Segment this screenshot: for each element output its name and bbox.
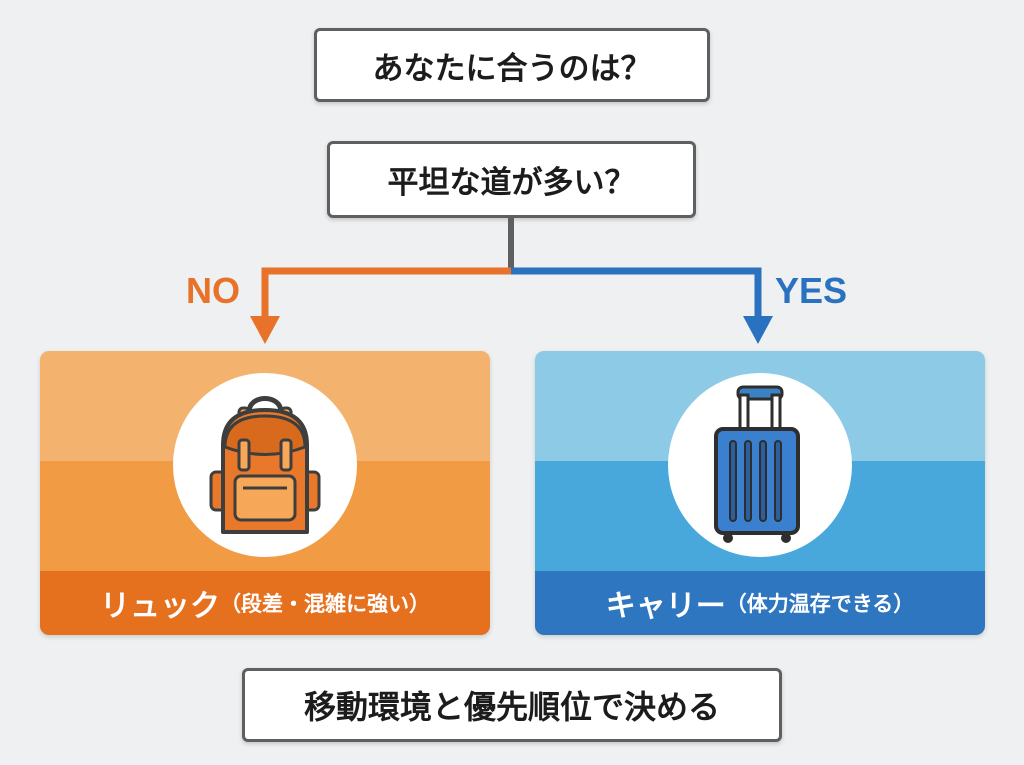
title-box: あなたに合うのは？ [314, 28, 710, 102]
yes-branch-arrow [511, 267, 773, 344]
summary-text: 移動環境と優先順位で決める [303, 688, 720, 726]
backpack-option-card: リュック （段差・混雑に強い） [40, 351, 490, 635]
backpack-option-label: リュック （段差・混雑に強い） [40, 571, 490, 635]
no-label: NO [186, 270, 240, 311]
no-branch-arrow [250, 267, 514, 344]
question-box: 平坦な道が多い？ [327, 141, 696, 218]
suitcase-option-card: キャリー （体力温存できる） [535, 351, 985, 635]
suitcase-option-label: キャリー （体力温存できる） [535, 571, 985, 635]
summary-box: 移動環境と優先順位で決める [242, 668, 782, 742]
backpack-option-sub: （段差・混雑に強い） [220, 592, 430, 616]
backpack-icon [209, 396, 321, 534]
backpack-option-main: リュック [100, 589, 220, 624]
suitcase-icon [714, 385, 800, 543]
question-text: 平坦な道が多い？ [387, 165, 636, 201]
yes-label: YES [775, 270, 848, 311]
suitcase-option-sub: （体力温存できる） [725, 592, 915, 616]
icon-circle [173, 373, 357, 557]
icon-circle [668, 373, 852, 557]
suitcase-option-main: キャリー [605, 589, 726, 624]
title-text: あなたに合うのは？ [372, 50, 652, 87]
